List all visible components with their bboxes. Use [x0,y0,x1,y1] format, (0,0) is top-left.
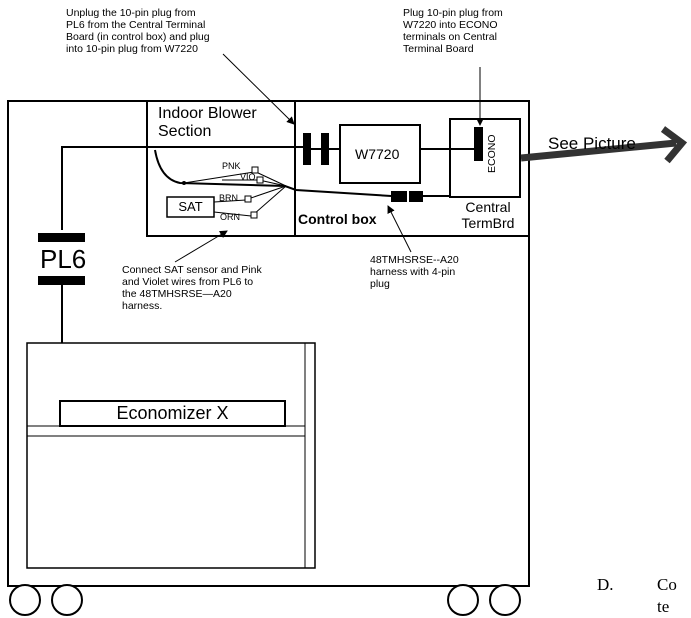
wheel [9,584,41,616]
pl6-label: PL6 [40,244,87,274]
econo-label: ECONO [486,134,498,173]
page-text-letter: D. [597,575,614,594]
sat-note-line: and Violet wires from PL6 to [122,276,254,288]
econo-terminal-block [474,127,483,161]
harness-note-line: plug [370,278,390,290]
see-picture-arrow-shaft [520,139,677,162]
economizer-label-box [59,400,286,427]
indoor-blower-label: Indoor Blower Section [158,105,257,141]
sat-note: Connect SAT sensor and Pink and Violet w… [122,264,262,312]
harness-note: 48TMHSRSE--A20 harness with 4-pin plug [370,254,459,290]
sat-note-line: harness. [122,300,163,312]
page-text-fragment: te [657,597,670,616]
harness-note-line: 48TMHSRSE--A20 [370,254,459,266]
plug-note-line: W7220 into ECONO [403,19,498,31]
wire-label-vio: VIO [240,172,256,182]
harness-plug-a [391,191,407,202]
central-terminal-board [449,118,521,198]
plug-note-line: Plug 10-pin plug from [403,7,503,19]
central-term-brd-line: Central [465,199,511,215]
plug-left-b [321,133,329,165]
wire-label-brn: BRN [219,193,239,203]
sat-note-line: the 48TMHSRSE—A20 [122,288,232,300]
leader-unplug [222,53,295,125]
w7720-label: W7720 [355,146,400,162]
sat-label: SAT [178,199,203,214]
plug-note: Plug 10-pin plug from W7220 into ECONO t… [403,7,503,55]
wire-label-orn: ORN [220,212,240,222]
sat-sensor-box [166,196,215,218]
unplug-note-line: Board (in control box) and plug [66,31,210,43]
leader-harness [387,205,412,253]
w7720-box [339,124,421,184]
central-term-brd-line: TermBrd [461,215,515,231]
pl6-connector-bottom [38,276,85,285]
wheel [489,584,521,616]
control-box [294,100,530,237]
plug-note-line: Terminal Board [403,43,474,55]
harness-wire [154,149,392,197]
unplug-note-line: PL6 from the Central Terminal [66,19,206,31]
indoor-blower-label-line: Indoor Blower [158,105,257,122]
central-term-brd-label: Central TermBrd [447,199,529,231]
see-picture-label: See Picture [548,134,636,153]
pl6-connector-top [38,233,85,242]
wheel [447,584,479,616]
plug-left-a [303,133,311,165]
pl6-wire [61,146,303,230]
sat-note-line: Connect SAT sensor and Pink [122,264,262,276]
harness-note-line: harness with 4-pin [370,266,456,278]
leader-sat [174,230,228,263]
page-text-fragment: Co [657,575,677,594]
economizer-label: Economizer X [116,403,229,423]
wheel [51,584,83,616]
indoor-blower-label-line: Section [158,123,212,140]
wire-label-pnk: PNK [222,161,241,171]
unplug-note-line: into 10-pin plug from W7220 [66,43,198,55]
economizer-box [26,342,316,569]
control-box-label: Control box [298,211,377,227]
harness-plug-b [409,191,423,202]
plug-note-line: terminals on Central [403,31,497,43]
unplug-note: Unplug the 10-pin plug from PL6 from the… [66,7,210,55]
see-picture-arrow-head [660,126,688,164]
unplug-note-line: Unplug the 10-pin plug from [66,7,196,19]
